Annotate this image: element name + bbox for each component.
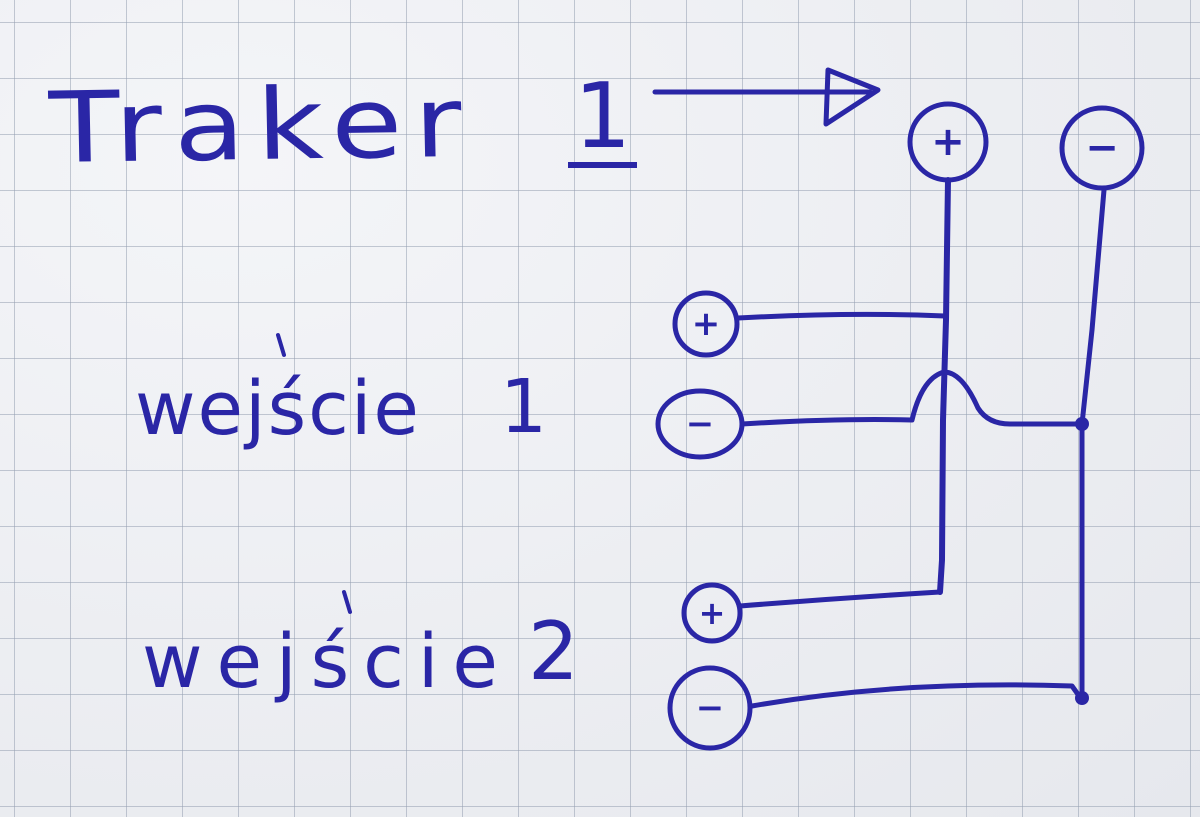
input1-number: 1 xyxy=(500,364,548,450)
input2-negative-symbol: − xyxy=(695,688,725,728)
input2-positive-terminal xyxy=(681,582,743,644)
negative-bus-wire xyxy=(1079,187,1107,701)
accent-mark xyxy=(342,590,352,614)
input2-label: wejście xyxy=(142,619,512,705)
input1-negative-wire xyxy=(739,369,1085,427)
input1-positive-terminal xyxy=(672,290,740,358)
input1-positive-wire xyxy=(735,311,948,321)
tracker-negative-terminal xyxy=(1059,105,1145,191)
positive-bus-wire xyxy=(937,177,951,595)
tracker-negative-symbol: − xyxy=(1085,125,1119,171)
negative-junction-dot xyxy=(1075,417,1089,431)
arrow xyxy=(652,67,881,127)
input2-positive-wire xyxy=(737,589,943,609)
title-label: Traker xyxy=(47,65,475,186)
negative-junction-dot xyxy=(1075,691,1089,705)
input2-negative-wire xyxy=(749,682,1085,709)
input1-negative-symbol: − xyxy=(685,404,715,444)
title-number: 1 xyxy=(568,72,638,168)
input1-positive-symbol: + xyxy=(691,304,721,344)
input2-positive-symbol: + xyxy=(698,594,726,632)
input2-number: 2 xyxy=(528,605,579,698)
input1-label: wejście xyxy=(135,366,421,452)
input2-negative-terminal xyxy=(667,665,753,751)
accent-mark xyxy=(276,333,286,357)
tracker-positive-symbol: + xyxy=(931,119,965,165)
